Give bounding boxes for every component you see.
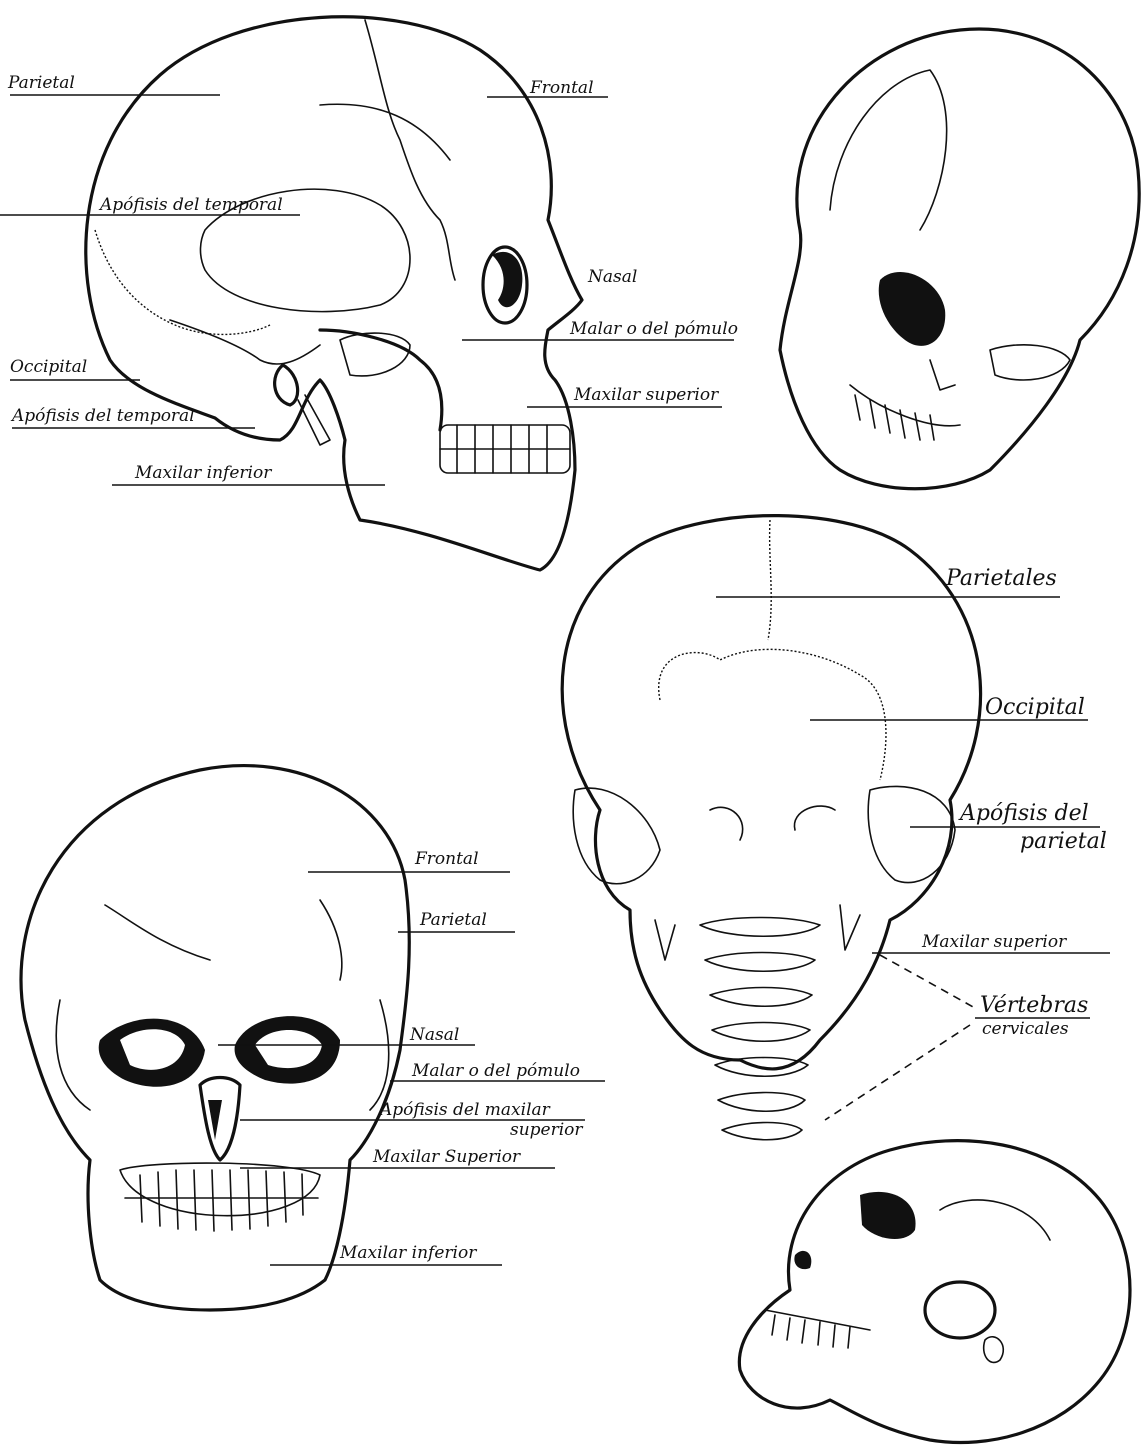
label-vertebras-2: cervicales [982,1019,1069,1039]
label-maxilar-superior-lateral: Maxilar superior [573,385,719,405]
label-occipital-posterior: Occipital [985,695,1085,720]
label-maxilar-inferior-lateral: Maxilar inferior [134,463,272,483]
frontal-skull-drawing [21,766,409,1310]
lateral-labels: Parietal Frontal Apófisis del temporal N… [0,73,738,485]
label-parietales-posterior: Parietales [945,566,1057,591]
label-malar-lateral: Malar o del pómulo [569,319,738,339]
label-apofisis-maxilar-1: Apófisis del maxilar [378,1100,551,1120]
label-apofisis-parietal-2: parietal [1020,829,1107,854]
lateral-skull-drawing [86,17,582,570]
label-malar-front: Malar o del pómulo [411,1061,580,1081]
label-frontal-lateral: Frontal [529,78,594,98]
tilted-skull-drawing [739,1141,1130,1443]
label-parietal-lateral: Parietal [7,73,75,93]
label-apofisis-maxilar-2: superior [510,1120,583,1140]
label-nasal-front: Nasal [409,1025,459,1045]
three-quarter-skull-drawing [780,29,1139,489]
label-apofisis-temporal-upper: Apófisis del temporal [98,195,283,215]
label-parietal-front: Parietal [419,910,487,930]
label-maxilar-superior-posterior: Maxilar superior [921,932,1067,952]
label-occipital-lateral: Occipital [10,357,87,377]
label-maxilar-superior-front: Maxilar Superior [372,1147,521,1167]
label-apofisis-parietal-1: Apófisis del [958,801,1089,826]
label-frontal-front: Frontal [414,849,479,869]
label-vertebras-1: Vértebras [980,993,1088,1018]
label-maxilar-inferior-front: Maxilar inferior [339,1243,477,1263]
label-apofisis-temporal-lower: Apófisis del temporal [10,406,195,426]
label-nasal-lateral: Nasal [587,267,637,287]
